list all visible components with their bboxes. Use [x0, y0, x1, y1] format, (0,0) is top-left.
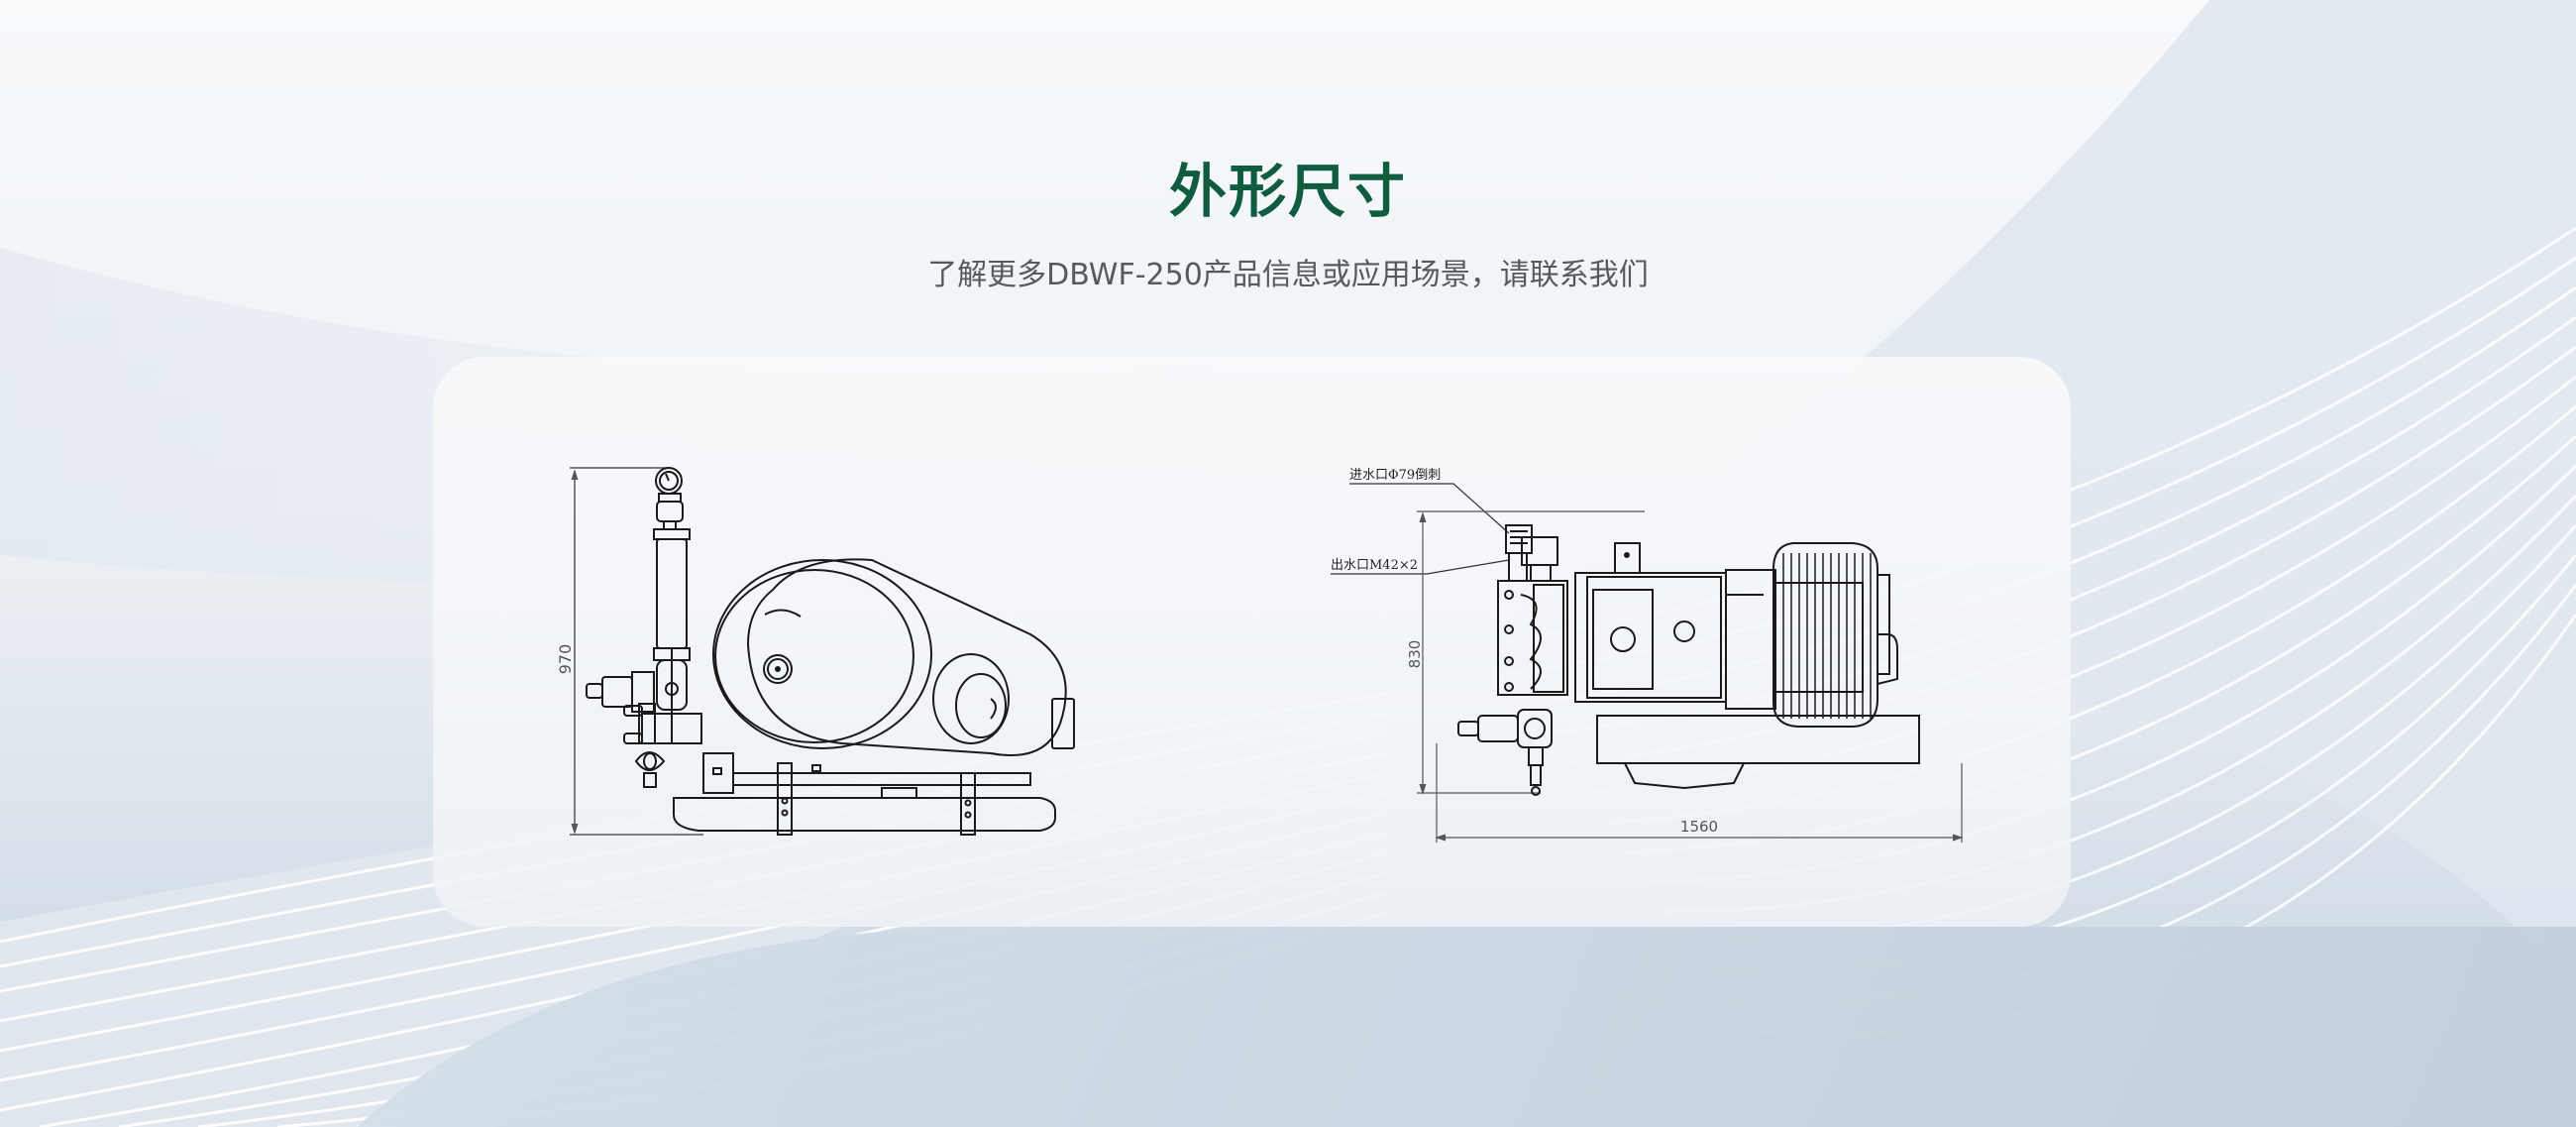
page-title: 外形尺寸	[1168, 158, 1407, 225]
outlet-annotation: 出水口M42×2	[1331, 558, 1418, 573]
pump-top-view-drawing: 进水口Φ79倒刺 出水口M42×2 830 1560	[1331, 468, 1964, 843]
pump-side-view-drawing: 970	[556, 467, 1075, 836]
side-height-dimension: 970	[556, 644, 575, 675]
top-height-dimension: 830	[1406, 640, 1424, 669]
top-width-dimension: 1560	[1680, 818, 1718, 836]
dimensions-card	[433, 357, 2071, 927]
inlet-annotation: 进水口Φ79倒刺	[1349, 468, 1441, 483]
page-subtitle: 了解更多DBWF-250产品信息或应用场景，请联系我们	[927, 258, 1649, 292]
